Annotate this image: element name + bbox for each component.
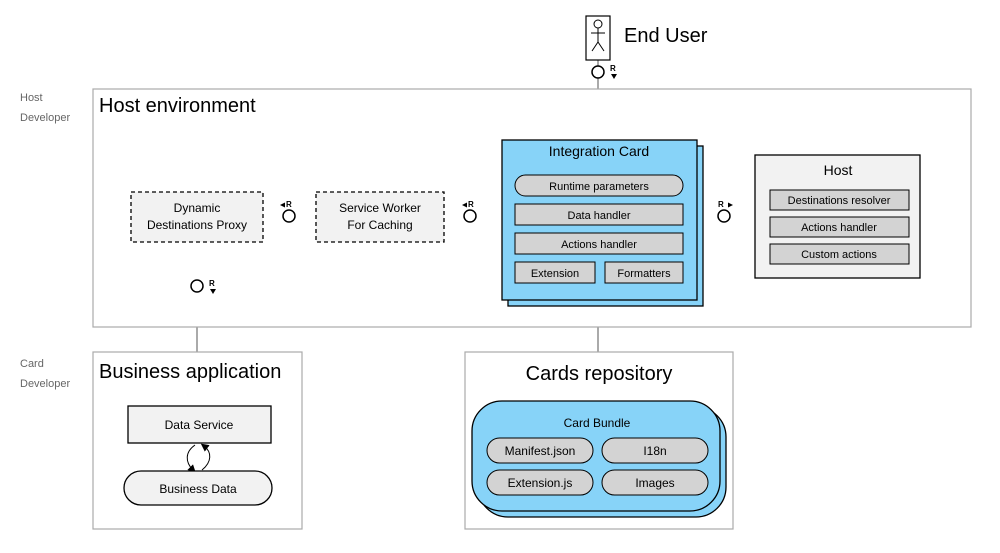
host-title: Host (824, 162, 853, 178)
end-user-interface: R (591, 64, 617, 79)
host-actions-handler: Actions handler (801, 222, 877, 234)
end-user-label: End User (624, 25, 708, 47)
i18n: I18n (643, 444, 666, 458)
card-role-line1: Card (20, 358, 44, 370)
host-role-line2: Developer (20, 112, 70, 124)
host-role-line1: Host (20, 92, 43, 104)
service-worker-line1: Service Worker (339, 201, 421, 215)
host-environment-title: Host environment (99, 95, 256, 117)
destinations-resolver: Destinations resolver (788, 195, 891, 207)
cards-repository-title: Cards repository (526, 363, 673, 385)
host-interface-label: R (718, 200, 724, 209)
end-user-interface-label: R (610, 64, 616, 73)
data-service: Data Service (165, 418, 234, 432)
actions-handler: Actions handler (561, 239, 637, 251)
images: Images (635, 476, 674, 490)
end-user-actor: End User (585, 15, 708, 61)
custom-actions: Custom actions (801, 249, 877, 261)
business-interface-label: R (209, 279, 215, 288)
card-role-line2: Developer (20, 378, 70, 390)
business-data: Business Data (159, 482, 237, 496)
formatters: Formatters (617, 268, 671, 280)
business-application: Business application Data Service Busine… (92, 351, 303, 530)
business-interface: R (190, 279, 216, 294)
integration-card-title: Integration Card (549, 143, 649, 159)
data-flow-arrows-icon (186, 443, 211, 473)
worker-interface-label: R (468, 200, 474, 209)
cards-repository: Cards repository Card Bundle Manifest.js… (464, 351, 734, 530)
dynamic-proxy-line1: Dynamic (174, 201, 221, 215)
service-worker-line2: For Caching (347, 218, 412, 232)
extension-js: Extension.js (508, 476, 573, 490)
data-handler: Data handler (568, 210, 631, 222)
extension: Extension (531, 268, 579, 280)
business-application-title: Business application (99, 361, 281, 383)
runtime-parameters: Runtime parameters (549, 181, 649, 193)
integration-card: Integration Card Runtime parameters Data… (501, 139, 704, 307)
dynamic-proxy-line2: Destinations Proxy (147, 218, 247, 232)
stick-figure-icon (591, 19, 605, 52)
proxy-interface-label: R (286, 200, 292, 209)
card-bundle-title: Card Bundle (564, 416, 631, 430)
host-interface: R (717, 200, 733, 223)
manifest-json: Manifest.json (505, 444, 576, 458)
host-box: Host Destinations resolver Actions handl… (754, 154, 921, 279)
service-worker: Service Worker For Caching (315, 191, 445, 243)
worker-interface: R (462, 200, 477, 223)
proxy-interface: R (280, 200, 296, 223)
dynamic-destinations-proxy: Dynamic Destinations Proxy (130, 191, 264, 243)
